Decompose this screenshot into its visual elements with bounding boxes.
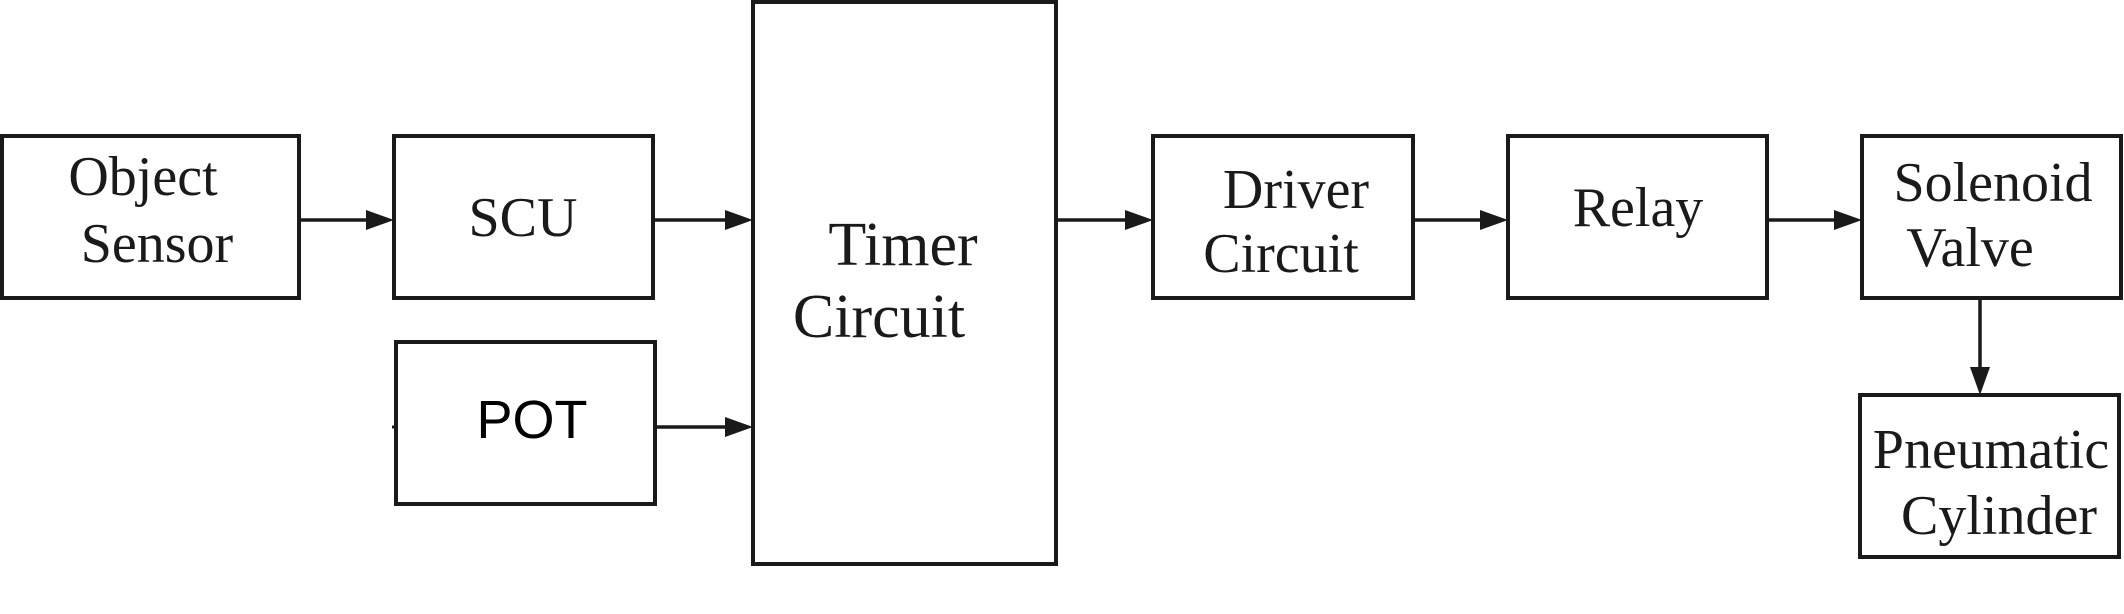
- timer-circuit-block: Timer Circuit: [751, 0, 1058, 566]
- timer-circuit-label-line2: Circuit: [793, 283, 965, 351]
- relay-block: Relay: [1506, 134, 1769, 300]
- solenoid-valve-label-line2: Valve: [1906, 217, 2034, 279]
- arrow-scu-to-timer: [653, 210, 753, 230]
- timer-circuit-label-line1: Timer: [828, 211, 978, 279]
- pot-label: POT: [476, 390, 587, 450]
- solenoid-valve-block: Solenoid Valve: [1860, 134, 2123, 300]
- solenoid-valve-label-line1: Solenoid: [1893, 152, 2092, 214]
- arrow-driver-to-relay: [1413, 210, 1508, 230]
- scu-label: SCU: [469, 187, 578, 249]
- driver-circuit-block: Driver Circuit: [1151, 134, 1415, 300]
- object-sensor-label-line2: Sensor: [81, 213, 234, 275]
- arrow-relay-to-solenoid: [1767, 210, 1862, 230]
- arrow-pot-to-timer: [655, 417, 753, 437]
- scu-block: SCU: [392, 134, 655, 300]
- object-sensor-label-line1: Object: [68, 146, 218, 208]
- driver-circuit-label-line1: Driver: [1223, 159, 1370, 221]
- pot-block: POT: [394, 340, 657, 506]
- arrow-sensor-to-scu: [299, 210, 394, 230]
- pneumatic-cylinder-label-line2: Cylinder: [1901, 485, 2097, 547]
- driver-circuit-label-line2: Circuit: [1203, 223, 1359, 285]
- relay-label: Relay: [1573, 177, 1704, 239]
- object-sensor-block: Object Sensor: [0, 134, 301, 300]
- arrow-timer-to-driver: [1056, 210, 1153, 230]
- pneumatic-cylinder-label-line1: Pneumatic: [1873, 419, 2109, 481]
- arrow-solenoid-to-cylinder: [1970, 298, 1990, 395]
- pneumatic-cylinder-block: Pneumatic Cylinder: [1858, 393, 2121, 559]
